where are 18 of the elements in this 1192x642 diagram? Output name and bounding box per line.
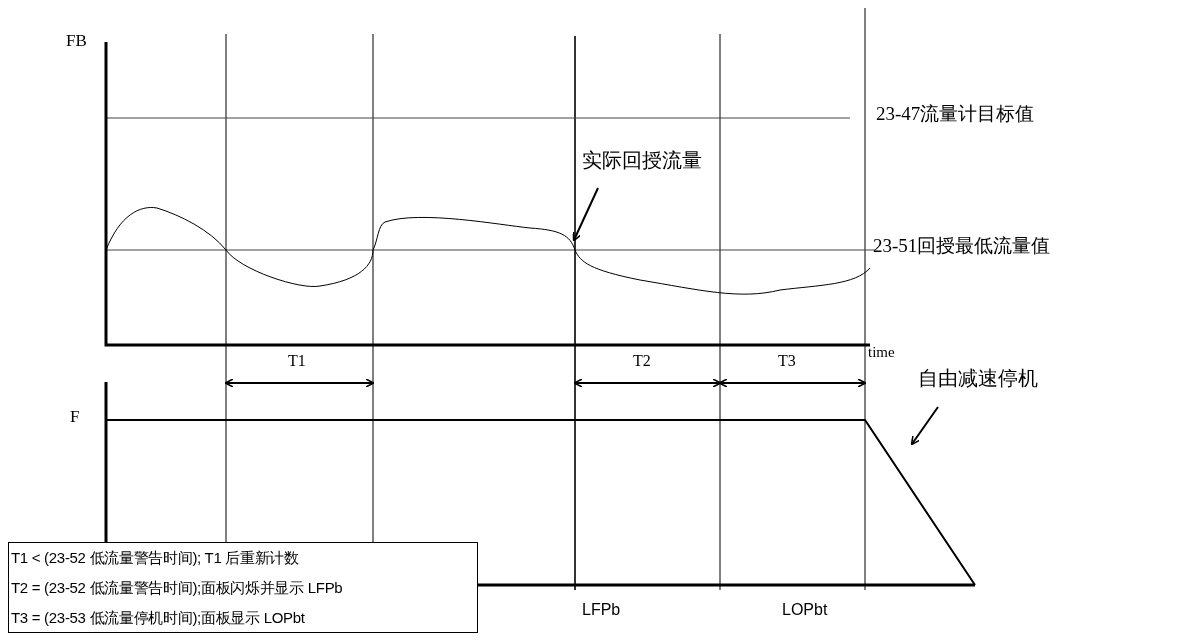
chart-label: T2 [633,353,651,369]
chart-label: 23-51回授最低流量值 [873,236,1051,255]
chart-label: FB [66,32,87,49]
callout-text: 自由减速停机 [918,368,1038,388]
callout-text: 实际回授流量 [582,150,702,170]
chart-label: time [868,345,895,360]
chart-label: T3 [778,353,796,369]
chart-label: LOPbt [782,602,828,618]
leader-arrow [572,187,599,242]
note-text: T2 = (23-52 低流量警告时间);面板闪烁并显示 LFPb [11,578,344,598]
chart-label: F [70,408,80,425]
leader-arrow [910,406,939,446]
chart-label: T1 [288,353,306,369]
note-box [8,542,478,633]
chart-label: 23-47流量计目标值 [876,104,1035,123]
chart-label: LFPb [582,602,621,618]
note-text: T1 < (23-52 低流量警告时间); T1 后重新计数 [11,548,300,568]
note-text: T3 = (23-53 低流量停机时间);面板显示 LOPbt [11,608,306,628]
